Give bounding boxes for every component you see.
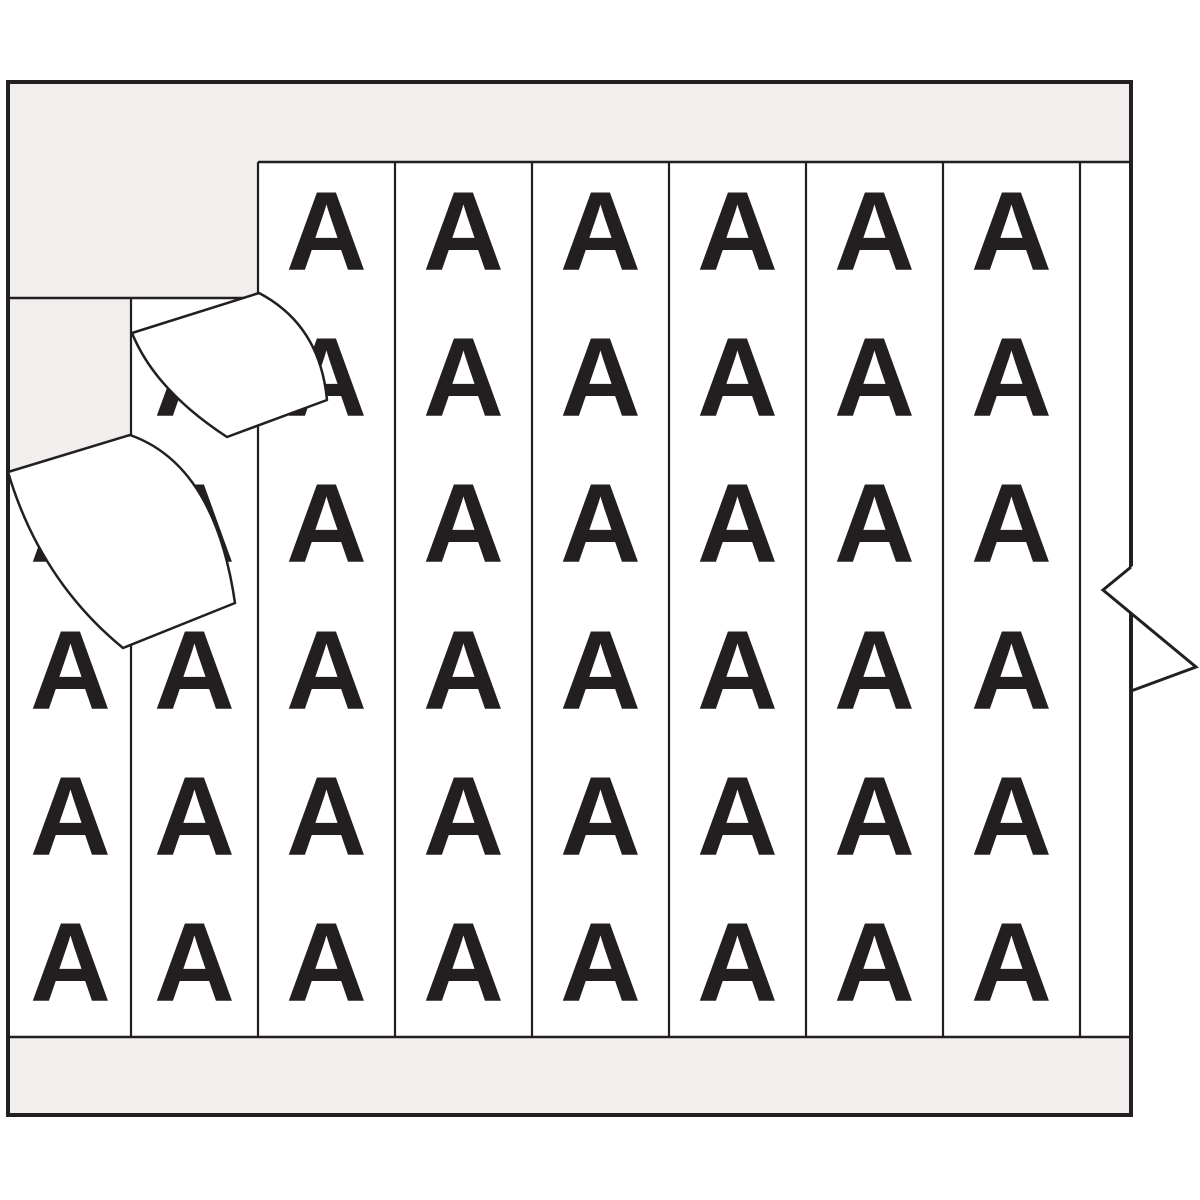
wire-marker-letter: A [697, 754, 778, 879]
wire-marker-letter: A [834, 169, 915, 294]
wire-marker-letter: A [30, 754, 111, 879]
wire-marker-letter: A [971, 754, 1052, 879]
peeled-label-lower [6, 433, 237, 650]
wire-marker-letter: A [697, 608, 778, 733]
wire-marker-letter: A [423, 169, 504, 294]
wire-marker-letter: A [423, 754, 504, 879]
wire-marker-letter: A [834, 608, 915, 733]
wire-marker-letter: A [697, 315, 778, 440]
wire-marker-letter: A [971, 315, 1052, 440]
wire-marker-letter: A [834, 315, 915, 440]
wire-marker-letter: A [697, 169, 778, 294]
wire-marker-letter: A [154, 754, 235, 879]
wire-marker-letter: A [971, 461, 1052, 586]
wire-marker-letter: A [834, 900, 915, 1025]
label-sheet-main-area [258, 162, 1129, 1037]
label-sheet [10, 160, 1129, 1039]
wire-marker-letter: A [697, 461, 778, 586]
peeled-label-upper [130, 291, 329, 439]
wire-marker-letter: A [560, 608, 641, 733]
wire-marker-letter: A [154, 900, 235, 1025]
overlay-layer [6, 291, 1199, 693]
wire-marker-letter: A [834, 461, 915, 586]
wire-marker-letter: A [423, 900, 504, 1025]
alignment-notch-icon [1100, 565, 1199, 693]
wire-marker-letter: A [286, 900, 367, 1025]
wire-marker-letter: A [971, 608, 1052, 733]
wire-marker-letter: A [423, 608, 504, 733]
wire-marker-letter: A [697, 900, 778, 1025]
wire-marker-letter: A [560, 169, 641, 294]
wire-marker-letter: A [423, 315, 504, 440]
wire-marker-letter: A [971, 900, 1052, 1025]
wire-marker-letter: A [423, 461, 504, 586]
wire-marker-letter: A [30, 608, 111, 733]
wire-marker-letter: A [560, 754, 641, 879]
wire-marker-letter: A [560, 315, 641, 440]
wire-marker-letter: A [30, 900, 111, 1025]
wire-marker-letter: A [560, 461, 641, 586]
wire-marker-letter: A [834, 754, 915, 879]
wire-marker-letter: A [286, 754, 367, 879]
wire-marker-letter: A [560, 900, 641, 1025]
wire-marker-letter: A [286, 608, 367, 733]
peeled-liner-area [10, 298, 130, 473]
wire-marker-letter: A [286, 461, 367, 586]
wire-marker-letter: A [971, 169, 1052, 294]
wire-marker-letter: A [286, 169, 367, 294]
